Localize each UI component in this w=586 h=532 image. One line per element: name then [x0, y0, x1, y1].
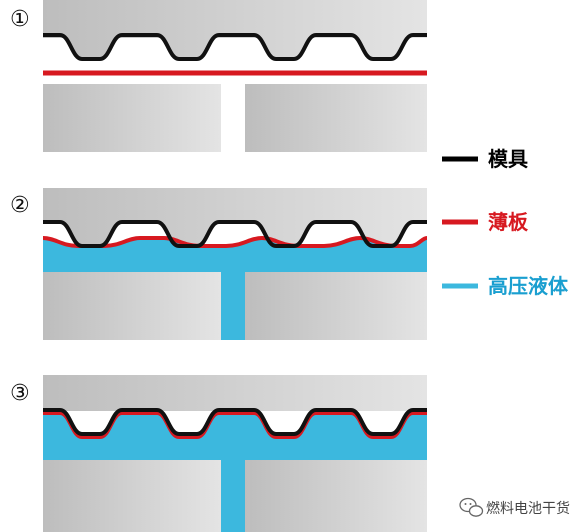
- upper-die-3: [43, 375, 427, 411]
- lower-die-right-3: [245, 460, 427, 532]
- wechat-icon: [459, 497, 484, 517]
- lower-die-left-3: [43, 460, 221, 532]
- step-3: ③: [10, 375, 427, 532]
- mold-fill-1: [43, 33, 427, 59]
- watermark-text: 燃料电池干货: [486, 500, 570, 517]
- legend-item-fluid: 高压液体: [442, 274, 569, 298]
- lower-die-right-1: [245, 84, 427, 152]
- lower-die-left-2: [43, 272, 221, 340]
- step-label-3: ③: [10, 381, 30, 406]
- fluid-3: [43, 412, 427, 460]
- step-2: ②: [10, 188, 428, 340]
- step-1: ①: [10, 0, 427, 152]
- mold-line-3: [43, 408, 427, 436]
- upper-die-2: [43, 188, 427, 223]
- step-label-2: ②: [10, 193, 30, 218]
- lower-die-left-1: [43, 84, 221, 152]
- legend-label-mold: 模具: [488, 147, 528, 171]
- mold-line-2: [43, 220, 427, 248]
- step-label-1: ①: [10, 7, 30, 32]
- legend-label-sheet: 薄板: [488, 210, 529, 234]
- lower-die-right-2: [245, 272, 427, 340]
- legend-item-mold: 模具: [442, 147, 528, 171]
- legend-label-fluid: 高压液体: [488, 274, 569, 298]
- watermark: 燃料电池干货: [459, 497, 570, 517]
- sheet-line-3: [43, 411, 427, 439]
- fluid-channel-3: [221, 456, 245, 532]
- legend-item-sheet: 薄板: [442, 210, 529, 234]
- upper-die-1: [43, 0, 427, 38]
- legend: 模具 薄板 高压液体: [442, 147, 569, 298]
- mold-line-1: [43, 33, 427, 61]
- fluid-channel-2: [221, 268, 245, 340]
